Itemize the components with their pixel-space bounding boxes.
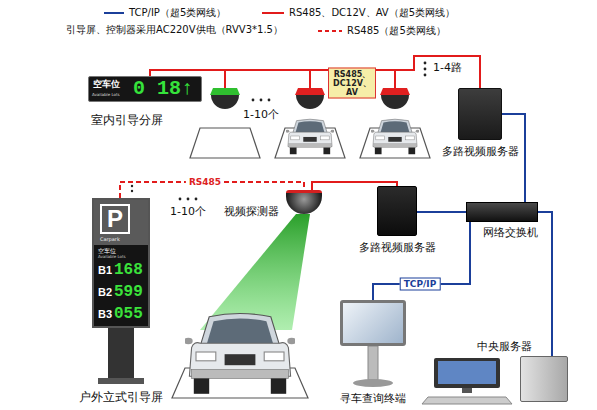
guide-camera-part (224, 70, 226, 88)
screen-text: P (100, 204, 130, 234)
screen-text: 055 (114, 305, 143, 323)
guide-camera-part (309, 70, 311, 88)
note-label: 1-4路 (433, 61, 462, 74)
guide-camera-part (381, 95, 409, 109)
node-label: 网络交换机 (483, 226, 538, 239)
guide-camera-part (380, 88, 410, 95)
legend-text: RS485、DC12V、AV（超5类网线） (289, 7, 455, 19)
legend-text: TCP/IP（超5类网线） (129, 7, 226, 19)
ellipsis-dots-part (195, 198, 198, 201)
ellipsis-dots (131, 62, 427, 201)
guide-camera-part (211, 95, 239, 109)
node-label: 中央服务器 (477, 340, 532, 353)
ellipsis-dots-part (131, 185, 133, 187)
outdoor-guide-screen: P Carpark 空车位Available LotsB1168B2599B3055… (92, 198, 150, 328)
connector (538, 212, 552, 356)
computer-monitor (422, 358, 512, 404)
ellipsis-dots-part (179, 198, 182, 201)
ellipsis-dots-part (260, 99, 263, 102)
video-detector: 视频探测器 (286, 190, 322, 214)
note-label: 引导屏、控制器采用AC220V供电（RVV3*1.5） (66, 24, 283, 36)
screen-text: 599 (114, 283, 143, 301)
legend-line (262, 12, 284, 14)
legend-line (318, 30, 342, 32)
note-label: 1-10个 (243, 108, 279, 121)
screen-text: Available Lots (92, 92, 120, 97)
screen-text: 168 (114, 261, 143, 279)
outdoor-screen-stand-part (108, 328, 134, 378)
node-label: 视频探测器 (224, 205, 279, 218)
edge-label: RS485 (186, 177, 224, 188)
indoor-guide-screen: 空车位Available Lots0 18↑室内引导分屏 (88, 76, 202, 102)
note-label: 1-10个 (170, 205, 206, 218)
ellipsis-dots-part (424, 68, 427, 71)
guide-camera-part (210, 88, 240, 95)
node-label: 户外立式引导屏 (79, 390, 163, 404)
screen-text: 0 18↑ (133, 77, 193, 101)
node-label: 室内引导分屏 (91, 113, 163, 127)
detection-beam (200, 214, 310, 330)
computer-monitor-part (438, 361, 496, 384)
ellipsis-dots-part (187, 198, 190, 201)
guide-camera (295, 70, 325, 109)
guide-camera (380, 70, 410, 109)
edge-label: RS485、DC12V、AV (328, 68, 376, 99)
edge-label: TCP/IP (400, 278, 441, 291)
ellipsis-dots-part (131, 190, 133, 192)
connector (417, 211, 466, 213)
video-server: 多路视频服务器 (458, 88, 502, 140)
video-server: 多路视频服务器 (377, 186, 417, 236)
network-switch: 网络交换机 (466, 202, 538, 222)
screen-text: Available Lots (98, 254, 126, 259)
kiosk-stand-part (353, 379, 393, 387)
central-server: 中央服务器 (520, 356, 568, 402)
outdoor-screen-stand (98, 328, 144, 384)
guide-camera-part (296, 95, 324, 109)
legend-line (104, 12, 124, 14)
computer-monitor-part (434, 358, 500, 388)
node-label: 多路视频服务器 (359, 241, 436, 254)
ellipsis-dots-part (424, 74, 427, 77)
ellipsis-dots-part (424, 62, 427, 65)
guide-camera-part (394, 70, 396, 88)
screen-text: B3 (98, 308, 112, 321)
legend-text: RS485（超5类网线） (347, 25, 446, 37)
computer-monitor-part (422, 397, 512, 404)
search-kiosk: 寻车查询终端 (340, 300, 406, 346)
screen-text: B1 (98, 264, 112, 277)
node-label: 寻车查询终端 (340, 392, 406, 405)
screen-text: B2 (98, 286, 112, 299)
ellipsis-dots-part (268, 99, 271, 102)
guide-camera (210, 70, 240, 109)
guide-camera-part (295, 88, 325, 95)
parking-bays-part (190, 128, 260, 158)
computer-monitor-part (462, 388, 472, 393)
node-label: 多路视频服务器 (442, 145, 519, 158)
parked-car (371, 119, 420, 154)
parked-car (286, 119, 335, 154)
kiosk-stand-part (368, 346, 378, 380)
connector (502, 114, 525, 202)
ellipsis-dots-part (252, 99, 255, 102)
screen-text: 空车位 (98, 247, 116, 254)
outdoor-screen-stand-part (98, 378, 144, 384)
screen-text: 空车位 (93, 79, 120, 90)
screen-text: Carpark (100, 236, 120, 242)
kiosk-stand (353, 346, 393, 387)
detected-car (184, 314, 296, 394)
